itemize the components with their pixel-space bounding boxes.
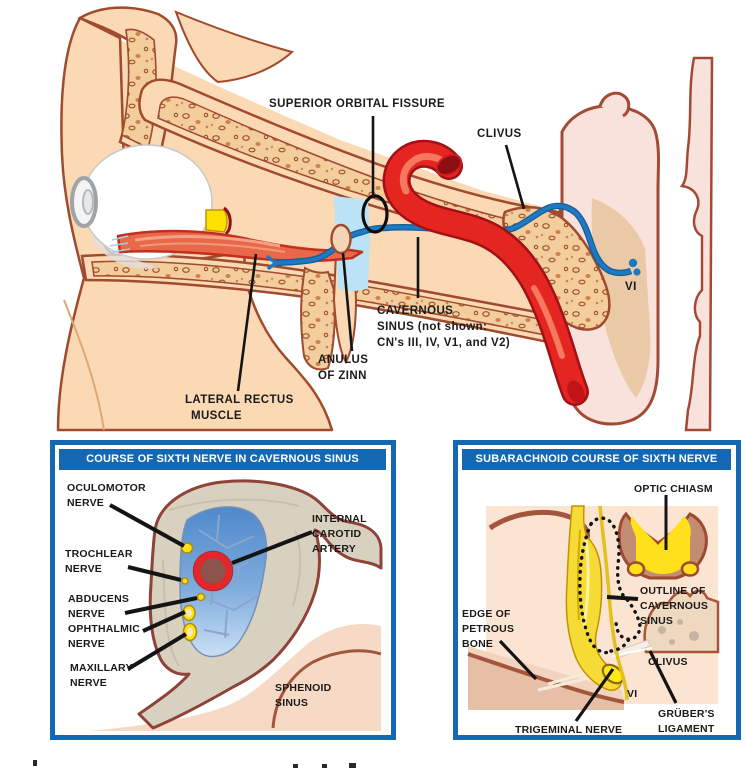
edge-of-petrous-bone-label: EDGE OF PETROUS BONE [462, 608, 515, 650]
grubers-ligament-label: GRÜBER'S LIGAMENT [658, 708, 715, 735]
subarachnoid-illustration [467, 495, 720, 722]
clivus-label: CLIVUS [477, 128, 522, 140]
panel-frame [453, 440, 741, 740]
lateral-rectus-muscle-shape [109, 229, 364, 263]
panel2-leader-lines [498, 495, 678, 722]
anulus-of-zinn-label: ANULUS OF ZINN [318, 354, 369, 382]
sphenoid-sinus-label: SPHENOID SINUS [275, 682, 332, 709]
cropped-caption-fragment [349, 763, 356, 768]
abducens-nerve-label: ABDUCENS NERVE [68, 593, 130, 620]
subarachnoid-panel: SUBARACHNOID COURSE OF SIXTH NERVE [453, 440, 741, 740]
maxillary-nerve-label: MAXILLARY NERVE [70, 662, 133, 689]
superior-orbital-fissure-area [334, 196, 370, 291]
cropped-caption-fragment [33, 760, 37, 766]
trochlea [205, 206, 232, 236]
trochlear-nerve-label: TROCHLEAR NERVE [65, 548, 133, 575]
cavernous-sinus-label: CAVERNOUS SINUS (not shown: CN's III, IV… [377, 305, 511, 349]
internal-carotid-artery-label: INTERNAL CAROTID ARTERY [312, 513, 367, 555]
anulus-of-zinn-shape [330, 223, 352, 255]
cropped-caption-fragment [322, 764, 327, 768]
clivus-block [643, 589, 720, 654]
panel-frame [50, 440, 396, 740]
trigeminal-nerve-shape [565, 505, 625, 691]
clivus-label-panel2: CLIVUS [648, 656, 688, 668]
outline-of-cavernous-sinus-label: OUTLINE OF CAVERNOUS SINUS [640, 585, 709, 627]
sphenoid-sinus-outline [271, 649, 382, 729]
ophthalmic-nerve-label: OPHTHALMIC NERVE [68, 623, 140, 650]
vi-label-main: VI [625, 281, 637, 293]
petroclival-shadow [591, 198, 651, 398]
internal-carotid-artery-shape [382, 139, 589, 406]
posterior-skull-edge [679, 56, 714, 432]
cropped-caption-fragment [293, 764, 298, 768]
vi-label-panel2: VI [627, 688, 638, 700]
carotid-ring [192, 550, 234, 592]
cavernous-sinus-illustration [89, 479, 383, 731]
fissure-ring-icon [361, 194, 389, 234]
trigeminal-nerve-label: TRIGEMINAL NERVE [515, 724, 623, 736]
optic-chiasm-label: OPTIC CHIASM [634, 483, 713, 495]
cavernous-sinus-dotted-outline [578, 516, 642, 655]
petrous-bone-edge [467, 646, 625, 710]
nerve-dots [180, 542, 206, 642]
main-illustration [56, 6, 714, 432]
cavernous-sinus-panel: COURSE OF SIXTH NERVE IN CAVERNOUS SINUS [50, 440, 396, 740]
subarachnoid-panel-title: SUBARACHNOID COURSE OF SIXTH NERVE [462, 449, 731, 470]
sphenoid-backdrop [89, 624, 381, 731]
cavernous-panel-title: COURSE OF SIXTH NERVE IN CAVERNOUS SINUS [59, 449, 386, 470]
leader-lines [236, 116, 526, 392]
superior-orbital-fissure-label: SUPERIOR ORBITAL FISSURE [269, 98, 445, 110]
oculomotor-nerve-label: OCULOMOTOR NERVE [67, 482, 146, 509]
panel1-leader-lines [109, 503, 313, 671]
lateral-rectus-label: LATERAL RECTUS MUSCLE [185, 394, 294, 422]
abducens-nerve-thin-path [598, 505, 629, 701]
